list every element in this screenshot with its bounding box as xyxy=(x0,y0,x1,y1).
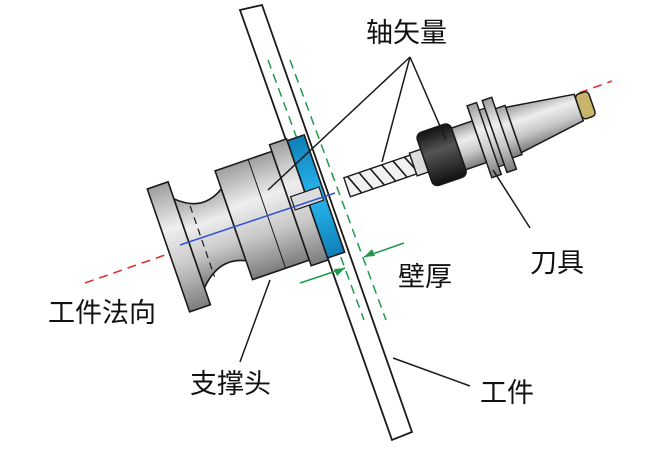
label-wall-thickness: 壁厚 xyxy=(398,262,452,293)
label-workpiece-normal: 工件法向 xyxy=(48,298,156,329)
leader-lines xyxy=(239,56,531,387)
label-tool: 刀具 xyxy=(530,248,584,279)
axis-vector-line xyxy=(179,192,336,246)
label-support-head: 支撑头 xyxy=(190,369,271,400)
label-workpiece: 工件 xyxy=(480,378,534,409)
wall-thickness-dimension xyxy=(299,242,405,284)
tool-holder xyxy=(342,91,596,198)
end-mill-cutter xyxy=(342,147,432,198)
support-head xyxy=(146,133,346,313)
label-axis-vector: 轴矢量 xyxy=(366,18,447,49)
